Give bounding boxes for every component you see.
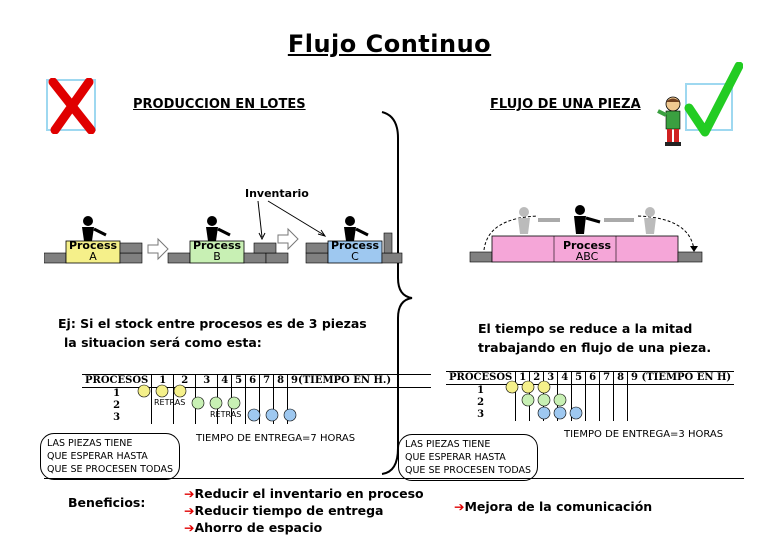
one-piece-flow-heading: FLUJO DE UNA PIEZA: [490, 97, 641, 112]
benefit-item: ➔Reducir tiempo de entrega: [184, 503, 384, 518]
col-8: 8: [273, 374, 288, 388]
col-7: 7: [599, 371, 614, 385]
inventory-arrows: [228, 197, 348, 243]
benefit-item: ➔Ahorro de espacio: [184, 520, 323, 535]
col-2: 2: [529, 371, 544, 385]
col-9: 9 (TIEMPO EN H): [627, 371, 735, 385]
col-9: 9(TIEMPO EN H.): [287, 374, 432, 388]
bottom-divider: [44, 478, 744, 479]
row-1: 1: [477, 385, 485, 396]
col-procesos: PROCESOS: [82, 374, 152, 388]
col-procesos: PROCESOS: [446, 371, 516, 385]
row-3: 3: [477, 409, 485, 420]
page-title: Flujo Continuo: [287, 30, 492, 58]
batch-production-heading: PRODUCCION EN LOTES: [133, 97, 306, 112]
red-x-icon: [45, 77, 97, 135]
batch-pieces: [130, 382, 310, 422]
process-abc-label: Process ABC: [562, 239, 612, 263]
benefit-extra: ➔Mejora de la comunicación: [454, 499, 653, 514]
col-6: 6: [585, 371, 600, 385]
benefits-label: Beneficios:: [68, 495, 146, 510]
col-4: 4: [557, 371, 572, 385]
person-pointing-icon: [656, 95, 686, 147]
row-3: 3: [113, 412, 121, 423]
batch-lead-time: TIEMPO DE ENTREGA=7 HORAS: [196, 433, 356, 444]
row-2: 2: [113, 400, 121, 411]
flow-schedule-table: PROCESOS 1 2 3 4 5 6 7 8 9 (TIEMPO EN H)…: [446, 371, 735, 421]
benefit-item: ➔Reducir el inventario en proceso: [184, 486, 424, 501]
inventory-label: Inventario: [245, 187, 309, 200]
process-c-label: Process C: [330, 239, 380, 263]
col-6: 6: [245, 374, 260, 388]
example-text: Ej: Si el stock entre procesos es de 3 p…: [58, 316, 367, 350]
col-5: 5: [231, 374, 246, 388]
batch-wait-callout: LAS PIEZAS TIENE QUE ESPERAR HASTA QUE S…: [40, 433, 181, 480]
col-4: 4: [217, 374, 232, 388]
retras-label-1: RETRAS: [154, 398, 186, 407]
col-3: 3: [195, 374, 218, 388]
row-1: 1: [113, 388, 121, 399]
flow-lead-time: TIEMPO DE ENTREGA=3 HORAS: [564, 429, 724, 440]
process-a-label: Process A: [68, 239, 118, 263]
divider-brace: [378, 108, 418, 478]
batch-process-diagram: [43, 205, 404, 267]
benefits-list: ➔Reducir el inventario en proceso ➔Reduc…: [184, 485, 424, 536]
row-2: 2: [477, 397, 485, 408]
result-text: El tiempo se reduce a la mitad trabajand…: [478, 321, 712, 355]
col-8: 8: [613, 371, 628, 385]
one-piece-flow-diagram: [468, 198, 708, 266]
col-7: 7: [259, 374, 274, 388]
flow-pieces: [500, 378, 600, 422]
col-5: 5: [571, 371, 586, 385]
process-b-label: Process B: [192, 239, 242, 263]
retras-label-2: RETRAS: [210, 410, 242, 419]
flow-wait-callout: LAS PIEZAS TIENE QUE ESPERAR HASTA QUE S…: [398, 434, 539, 481]
green-check-icon: [683, 61, 744, 140]
